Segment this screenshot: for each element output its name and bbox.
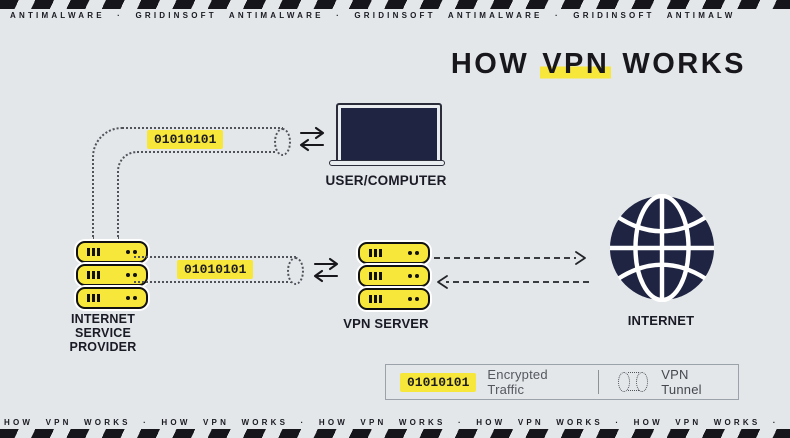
server-vents-icon <box>87 271 100 279</box>
server-unit <box>358 265 430 287</box>
tunnel-isp-opening-icon <box>287 257 304 285</box>
tunnel-user-outer-path <box>92 127 283 239</box>
isp-server-stack <box>76 241 148 309</box>
laptop-icon <box>336 103 442 165</box>
server-leds-icon <box>126 296 137 300</box>
banner-top-text: ANTIMALWARE · GRIDINSOFT ANTIMALWARE · G… <box>10 11 736 20</box>
server-unit <box>358 288 430 310</box>
title-word-how: HOW <box>450 48 530 80</box>
server-vents-icon <box>369 249 382 257</box>
legend: 01010101 Encrypted Traffic VPN Tunnel <box>385 364 739 400</box>
banner-top-stripes <box>0 0 790 9</box>
encrypted-chip-isp: 01010101 <box>177 260 254 279</box>
laptop-screen <box>341 108 437 160</box>
tunnel-user-inner-path <box>117 151 283 239</box>
server-leds-icon <box>408 251 419 255</box>
title-word-works: WORKS <box>622 48 746 80</box>
server-unit <box>358 242 430 264</box>
encrypted-chip-user: 01010101 <box>147 130 224 149</box>
banner-bottom-text: HOW VPN WORKS · HOW VPN WORKS · HOW VPN … <box>4 418 790 427</box>
laptop-base <box>329 160 445 166</box>
server-leds-icon <box>408 274 419 278</box>
page-title: HOW VPN WORKS <box>451 48 746 81</box>
sync-arrows-vpn-icon <box>313 257 339 283</box>
vpn-server-stack <box>358 242 430 310</box>
traffic-arrows-icon <box>434 251 589 289</box>
title-word-vpn-highlight: VPN <box>540 48 612 80</box>
tunnel-isp-bottom-line <box>134 281 296 283</box>
legend-tunnel-label: VPN Tunnel <box>661 367 702 397</box>
server-unit <box>76 241 148 263</box>
server-vents-icon <box>87 248 100 256</box>
legend-encrypted-label: Encrypted Traffic <box>487 367 548 397</box>
server-vents-icon <box>87 294 100 302</box>
banner-bottom-stripes <box>0 429 790 438</box>
server-unit <box>76 287 148 309</box>
server-vents-icon <box>369 272 382 280</box>
user-computer-label: USER/COMPUTER <box>325 173 447 188</box>
server-leds-icon <box>408 297 419 301</box>
legend-tunnel-icon <box>617 372 651 392</box>
server-leds-icon <box>126 273 137 277</box>
sync-arrows-user-icon <box>299 126 325 152</box>
server-unit <box>76 264 148 286</box>
internet-label: INTERNET <box>627 313 695 328</box>
tunnel-isp-top-line <box>134 256 296 258</box>
server-vents-icon <box>369 295 382 303</box>
tunnel-user-opening-icon <box>274 128 291 156</box>
isp-label: INTERNET SERVICE PROVIDER <box>69 312 137 354</box>
legend-encrypted-chip: 01010101 <box>400 372 477 392</box>
vpn-server-label: VPN SERVER <box>343 316 429 331</box>
server-leds-icon <box>126 250 137 254</box>
legend-divider <box>597 370 599 394</box>
internet-globe-icon <box>609 194 715 302</box>
